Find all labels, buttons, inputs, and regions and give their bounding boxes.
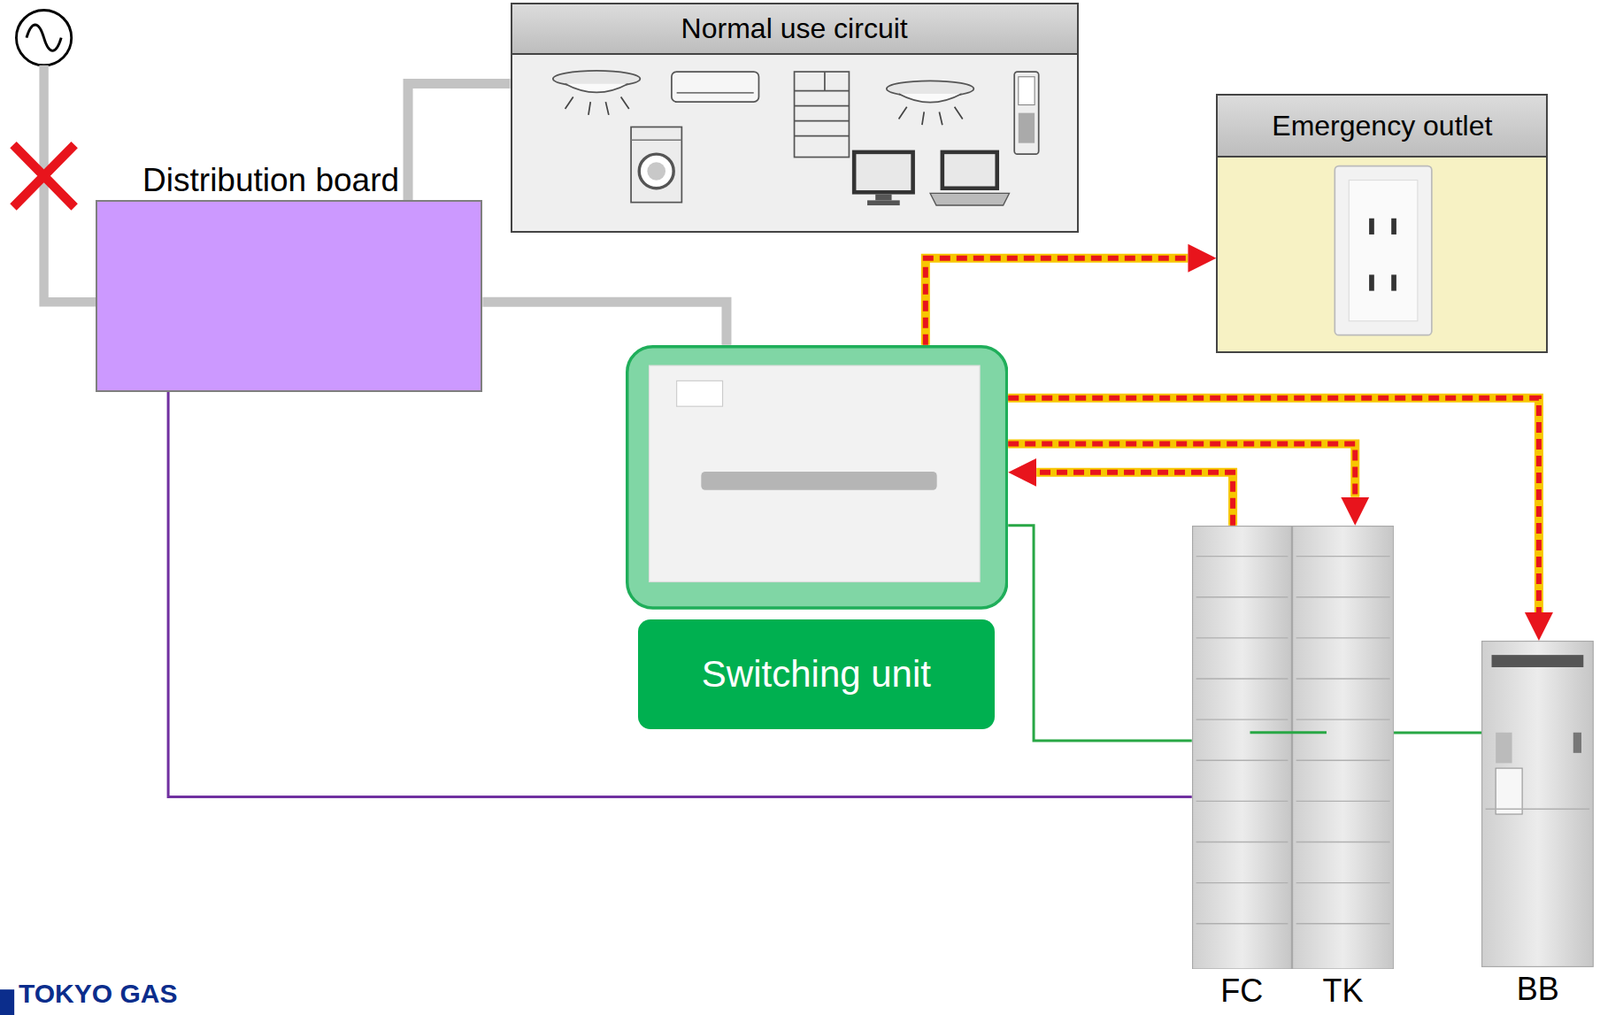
socket-slot: [1392, 275, 1398, 292]
node-label: Emergency outlet: [1271, 109, 1493, 143]
monitor-base: [867, 200, 900, 207]
power-line: [925, 258, 1189, 346]
light-rays: [564, 97, 629, 116]
cabinet-body: [1482, 641, 1594, 968]
phone-body: [1014, 72, 1039, 155]
light-rays: [898, 107, 962, 125]
side-handle: [1495, 732, 1512, 764]
washing-machine-icon: [630, 127, 682, 203]
label-holder: TK: [1265, 972, 1421, 1009]
ac-body: [670, 72, 759, 103]
connector: [1036, 472, 1233, 526]
monitor-icon: [851, 150, 915, 206]
washer-panel: [630, 139, 682, 141]
fridge-body: [793, 72, 849, 158]
ac-vent: [676, 92, 754, 95]
node-label: BB: [1454, 970, 1600, 1008]
laptop-base: [930, 193, 1009, 207]
outlet-panel: Emergency outlet: [1215, 93, 1548, 354]
warning-sticker: [676, 380, 723, 407]
lamp-cover: [898, 93, 962, 103]
logo-mark: [0, 989, 15, 1015]
socket-slot: [1392, 218, 1398, 235]
ac-source-symbol: [15, 10, 71, 66]
sine-wave: [26, 24, 62, 51]
socket-slot: [1369, 218, 1376, 235]
fuel-cell-unit: FC: [1192, 525, 1293, 970]
monitor-stand: [875, 194, 892, 201]
power-line: [1036, 472, 1233, 526]
switching-unit: Switching unit: [625, 345, 1008, 731]
switching-housing: [627, 346, 1008, 608]
node-label: TK: [1265, 972, 1421, 1009]
washer-body: [630, 127, 682, 203]
label-holder: BB: [1454, 970, 1600, 1008]
power-cable: [482, 301, 727, 345]
connector: [1393, 731, 1482, 733]
mobile-phone-icon: [1014, 72, 1039, 155]
cabinet-drawing: [1292, 525, 1394, 970]
cabinet-body: [1192, 525, 1292, 969]
tank-unit: TK: [1292, 525, 1394, 970]
washer-door: [638, 154, 674, 190]
ceiling-light-icon: [885, 81, 974, 126]
vent-slot: [1492, 654, 1585, 668]
panel-seams: [1295, 555, 1390, 924]
socket-slot: [1369, 275, 1376, 292]
lamp-cover: [564, 84, 628, 93]
panel-seams: [1485, 808, 1591, 810]
power-cable: [407, 84, 510, 200]
header-band: Emergency outlet: [1217, 95, 1547, 158]
air-conditioner-icon: [670, 72, 759, 103]
connector: [1007, 525, 1193, 741]
panel-seams: [1195, 555, 1288, 924]
cabinet-body: [1292, 525, 1393, 969]
node-label: Distribution board: [142, 161, 400, 200]
side-handle: [1573, 732, 1582, 754]
signal-wire: [1250, 730, 1327, 734]
power-line-base: [925, 258, 1189, 346]
phone-keypad: [1017, 113, 1034, 144]
refrigerator-icon: [793, 72, 849, 158]
laptop-frame: [939, 150, 999, 191]
switching-panel: [648, 365, 980, 582]
backup-boiler: BB: [1481, 640, 1594, 968]
header-band: Normal use circuit: [512, 4, 1077, 55]
outlet-frame: [1349, 180, 1419, 322]
indicator-bar: [700, 471, 937, 491]
ceiling-light-icon: [552, 70, 640, 116]
washer-drum: [646, 162, 666, 181]
laptop-screen: [944, 154, 995, 187]
cabinet-drawing: [1192, 525, 1293, 970]
outage-cross: [13, 145, 75, 208]
connector: [925, 258, 1189, 346]
fridge-doors: [793, 72, 849, 138]
signal-cable: [1393, 730, 1482, 734]
laptop-icon: [930, 150, 1009, 206]
cabinet-drawing: [1481, 640, 1594, 968]
label-plate: [1495, 768, 1523, 815]
node-label: Normal use circuit: [681, 12, 908, 46]
distribution-board: Distribution board: [95, 200, 483, 393]
connector: [482, 301, 727, 345]
label-holder: FC: [1165, 972, 1319, 1009]
name-plate: Switching unit: [638, 619, 996, 731]
signal-cable: [1007, 525, 1193, 741]
phone-screen: [1017, 76, 1034, 106]
node-label: Switching unit: [701, 653, 931, 696]
logo-text: TOKYO GAS: [18, 980, 177, 1008]
connector: [407, 84, 510, 200]
node-label: FC: [1165, 972, 1319, 1009]
outlet-plate: [1335, 166, 1433, 336]
monitor-screen: [855, 154, 911, 192]
label-holder: Distribution board: [142, 161, 400, 200]
circuit-panel: Normal use circuit: [510, 2, 1079, 232]
power-line-base: [1036, 472, 1233, 526]
monitor-frame: [851, 150, 915, 195]
